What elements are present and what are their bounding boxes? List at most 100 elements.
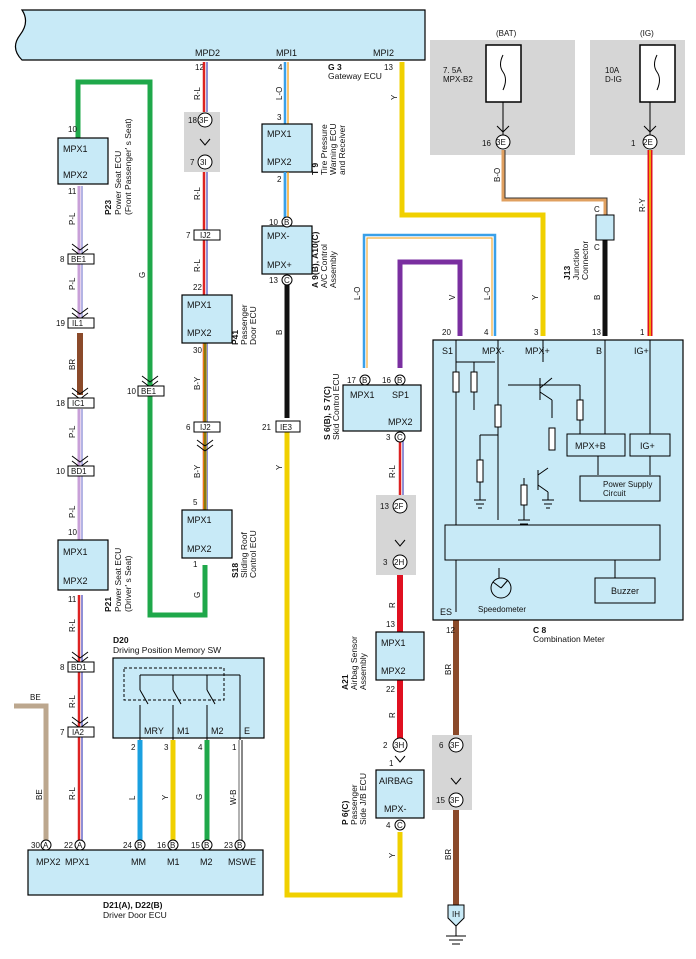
memsw-num: 4 — [198, 743, 203, 752]
a9-conn2: C — [284, 276, 290, 285]
meter-pin-ig: IG+ — [634, 346, 649, 356]
meter-buzzer: Buzzer — [611, 586, 639, 596]
meter-igp: IG+ — [640, 441, 655, 451]
ij2b-pin: 6 — [186, 423, 191, 432]
s18-pin2: MPX2 — [187, 544, 212, 554]
c3f-b-pin: 15 — [436, 796, 445, 805]
s6-num2: 16 — [382, 376, 391, 385]
lbl-rl: R-L — [68, 695, 77, 708]
junction-j13: C C J13 Junction Connector — [562, 205, 615, 280]
lbl-y: Y — [390, 94, 399, 100]
s6-num1: 17 — [347, 376, 356, 385]
s18-ref: S18 — [230, 563, 240, 578]
lbl-pl: P-L — [68, 505, 77, 518]
ecu-p21: MPX1 MPX2 10 11 P21 Power Seat ECU (Driv… — [57, 528, 133, 612]
t9-name3: and Receiver — [337, 125, 347, 175]
conn-be1b: BE1 10 — [127, 375, 165, 397]
gateway-pin-mpi1: MPI1 — [276, 48, 297, 58]
p21-pin2: MPX2 — [63, 576, 88, 586]
dd-pin-mpx2: MPX2 — [36, 857, 61, 867]
dd-num: 24 — [123, 841, 132, 850]
p6-num1: 1 — [389, 759, 394, 768]
p6-pin2: MPX- — [384, 804, 407, 814]
dd-num: 15 — [191, 841, 200, 850]
lbl-r: R — [388, 602, 397, 608]
fuse-ig-pin: 1 — [631, 139, 636, 148]
lbl-be: BE — [30, 693, 41, 702]
ecu-t9: MPX1 MPX2 3 2 T 9 Tire Pressure Warning … — [261, 113, 347, 184]
bd1a-pin: 10 — [56, 467, 65, 476]
meter-pin-mpxp: MPX+ — [525, 346, 550, 356]
conn-be1a: BE1 8 — [60, 243, 95, 265]
p41-name2: Door ECU — [248, 306, 258, 345]
c3f-a-pin: 6 — [439, 741, 444, 750]
j13-name1: Junction — [571, 248, 581, 280]
c3f-a-name: 3F — [450, 741, 459, 750]
wire-y-top — [399, 62, 546, 336]
memsw-ref: D20 — [113, 635, 129, 645]
a9-conn1: B — [284, 218, 289, 227]
p23-pin1: MPX1 — [63, 144, 88, 154]
memsw-num: 2 — [131, 743, 136, 752]
lbl-g: G — [195, 794, 204, 800]
p41-pin2: MPX2 — [187, 328, 212, 338]
dd-conn: B — [170, 841, 175, 850]
c2h-name: 2H — [394, 558, 404, 567]
be1a-name: BE1 — [71, 255, 87, 264]
lbl-rl: R-L — [193, 187, 202, 200]
fuse-ig-rating: 10A — [605, 66, 620, 75]
ecu-s18: MPX1 MPX2 5 1 S18 Sliding Roof Control E… — [181, 498, 258, 578]
lbl-rl: R-L — [388, 465, 397, 478]
wire-lo-s6-stripe — [366, 237, 493, 368]
a9-ref: A 9(B), A10(C) — [310, 231, 320, 288]
ecu-p23: MPX1 MPX2 10 11 P23 Power Seat ECU (Fron… — [57, 118, 133, 215]
lbl-g: G — [138, 272, 147, 278]
lbl-br: BR — [444, 664, 453, 675]
c2f-pin: 13 — [380, 502, 389, 511]
t9-num2: 2 — [277, 175, 282, 184]
conn-il1: IL1 19 — [56, 307, 95, 329]
lbl-by: B-Y — [193, 464, 202, 478]
fuse-bat-rating: 7. 5A — [443, 66, 462, 75]
ecu-a9: MPX- MPX+ B 10 C 13 A 9(B), A10(C) A/C C… — [261, 216, 338, 288]
fuse-ig-name: D-IG — [605, 75, 622, 84]
lbl-rl: R-L — [68, 787, 77, 800]
p6-pin1: AIRBAG — [379, 776, 413, 786]
t9-num1: 3 — [277, 113, 282, 122]
p23-num1: 10 — [68, 125, 77, 134]
p21-pin1: MPX1 — [63, 547, 88, 557]
meter-pin-s1: S1 — [442, 346, 453, 356]
p41-ref: P41 — [230, 330, 240, 345]
s18-pin1: MPX1 — [187, 515, 212, 525]
wire-bo-stripe — [504, 150, 608, 215]
p41-name1: Passenger — [239, 304, 249, 345]
lbl-rl: R-L — [193, 87, 202, 100]
a21-pin2: MPX2 — [381, 666, 406, 676]
lbl-br: BR — [68, 359, 77, 370]
a9-name1: A/C Control — [319, 244, 329, 288]
ecu-p41: MPX1 MPX2 22 30 P41 Passenger Door ECU — [181, 283, 258, 355]
lbl-bo: B-O — [493, 168, 502, 182]
a21-pin1: MPX1 — [381, 638, 406, 648]
a9-name2: Assembly — [328, 250, 338, 288]
wire-bo — [501, 150, 607, 215]
conn-3h: 3H 2 — [383, 737, 408, 763]
lbl-v: V — [448, 294, 457, 300]
fuse-bat-header: (BAT) — [496, 29, 517, 38]
dd-conn: B — [237, 841, 242, 850]
dd-conn: A — [43, 841, 49, 850]
c2f-name: 2F — [394, 502, 403, 511]
lbl-y: Y — [531, 294, 540, 300]
fuse-ig-conn: 2E — [643, 138, 653, 147]
conn-2f-2h: 2F 13 2H 3 — [380, 498, 408, 570]
s6-conn2: B — [397, 376, 402, 385]
lbl-wb: W-B — [229, 790, 238, 805]
lbl-r: R — [388, 712, 397, 718]
memory-switch: D20 Driving Position Memory SW MRY M1 M2… — [112, 635, 265, 752]
meter-num: 13 — [592, 328, 601, 337]
dd-conn: B — [137, 841, 142, 850]
meter-internal-circuit — [452, 340, 651, 612]
s6-conn3: C — [397, 433, 403, 442]
dd-num: 30 — [31, 841, 40, 850]
meter-ref: C 8 — [533, 625, 547, 635]
